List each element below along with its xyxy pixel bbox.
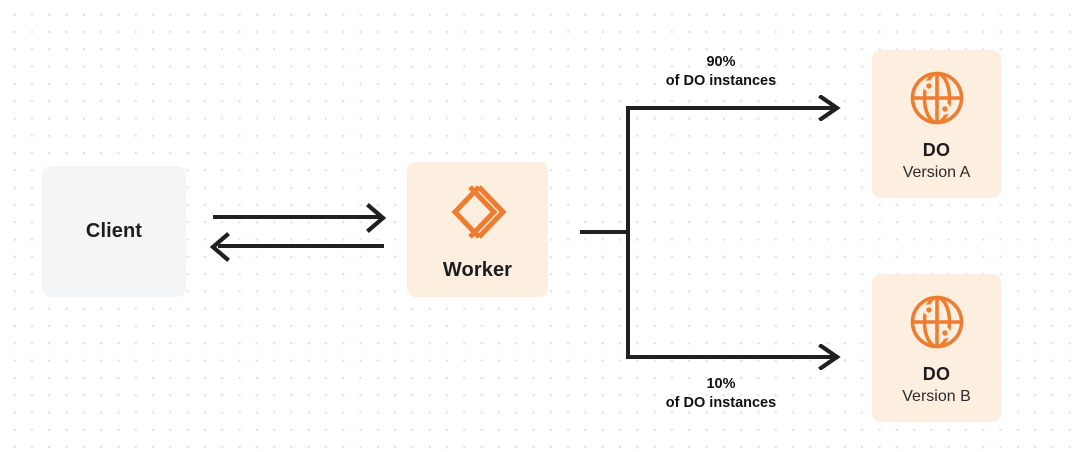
edge-worker-to-do-b-line [626, 355, 833, 359]
globe-icon [909, 294, 965, 350]
edge-label-do-a-percent: 90% [706, 54, 736, 70]
node-do-version-a[interactable]: DO Version A [872, 50, 1001, 198]
edge-fork-stub [580, 230, 630, 234]
edge-label-do-a: 90% of DO instances [635, 53, 807, 91]
edge-worker-to-do-b-arrowhead [818, 344, 841, 370]
node-worker[interactable]: Worker [407, 162, 548, 297]
node-do-version-b-sublabel: Version B [902, 388, 971, 405]
edge-client-to-worker-arrowhead [366, 203, 387, 233]
node-do-version-a-sublabel: Version A [902, 164, 971, 181]
edge-worker-to-client-arrowhead [209, 232, 230, 262]
cloudflare-workers-icon [446, 183, 510, 241]
node-do-version-b[interactable]: DO Version B [872, 274, 1001, 422]
edge-label-do-b-percent: 10% [706, 376, 736, 392]
node-do-version-b-label: DO [922, 364, 951, 384]
edge-fork-trunk [626, 106, 630, 359]
edge-worker-to-do-a-arrowhead [818, 95, 841, 121]
edge-label-do-a-caption: of DO instances [665, 73, 777, 89]
edge-client-to-worker-line [213, 215, 381, 219]
globe-icon [909, 70, 965, 126]
edge-label-do-b: 10% of DO instances [635, 375, 807, 413]
node-client-label: Client [85, 220, 143, 242]
node-do-version-a-label: DO [922, 140, 951, 160]
node-client[interactable]: Client [42, 166, 186, 297]
edge-label-do-b-caption: of DO instances [665, 395, 777, 411]
edge-worker-to-client-line [218, 244, 384, 248]
edge-worker-to-do-a-line [626, 106, 833, 110]
node-worker-label: Worker [442, 259, 513, 281]
